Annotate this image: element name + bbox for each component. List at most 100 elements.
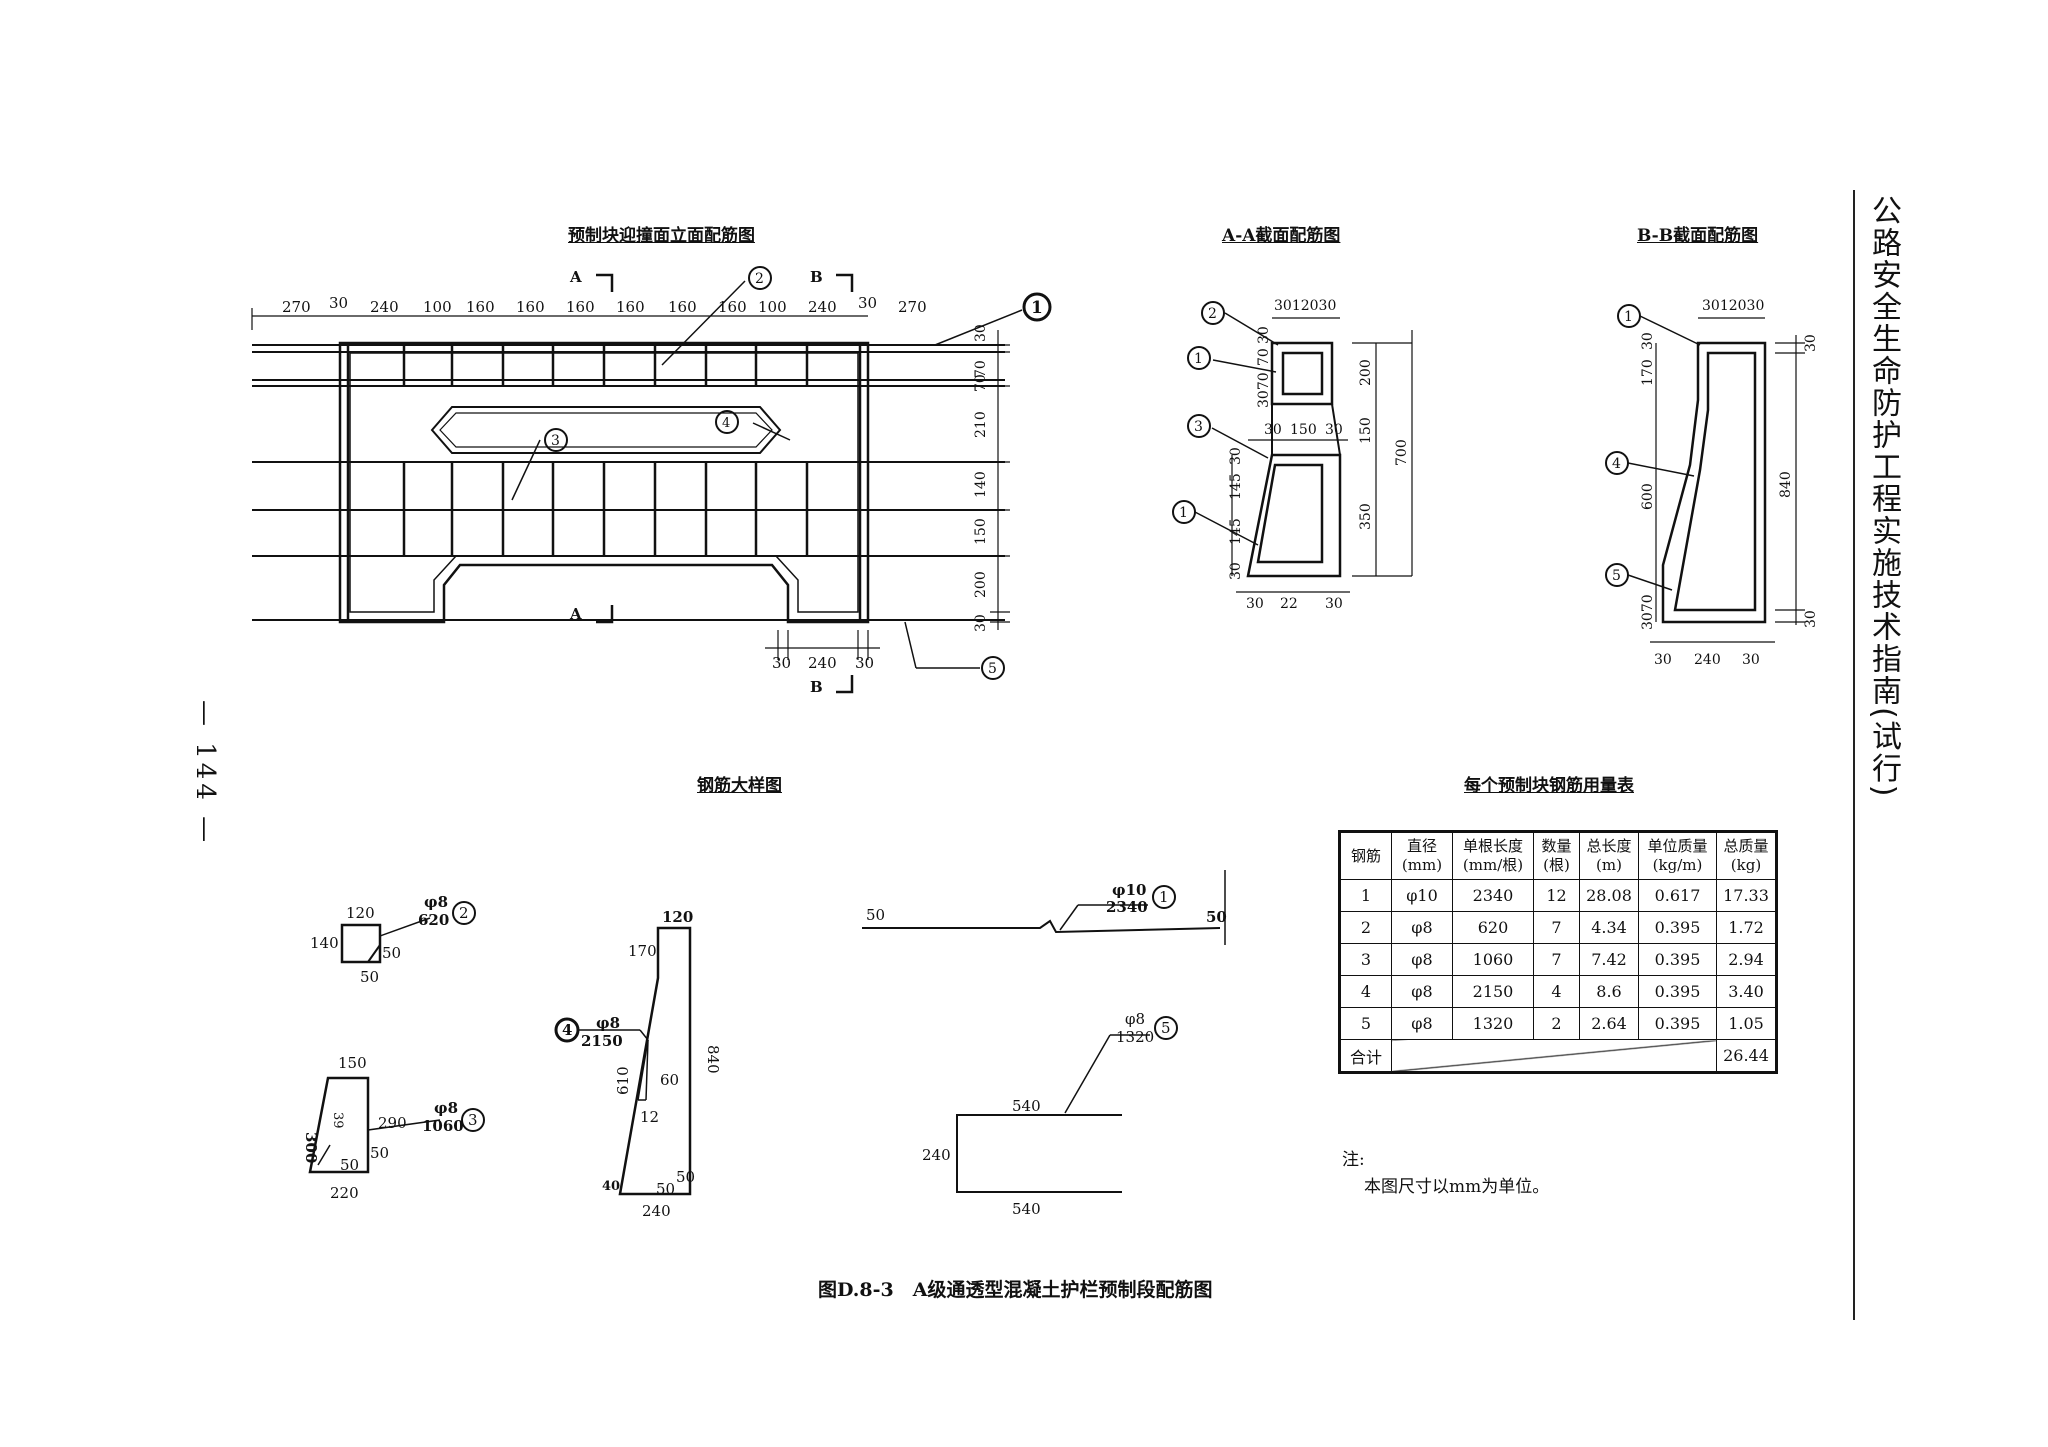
svg-text:2150: 2150: [581, 1032, 623, 1050]
svg-text:3: 3: [551, 433, 560, 449]
svg-text:120: 120: [346, 904, 375, 922]
total-value: 26.44: [1716, 1039, 1777, 1073]
note-text: 本图尺寸以mm为单位。: [1364, 1177, 1550, 1197]
svg-text:160: 160: [516, 298, 545, 316]
svg-text:200: 200: [1358, 359, 1374, 386]
side-rule: [1853, 190, 1855, 1320]
svg-text:φ10: φ10: [1112, 881, 1146, 899]
svg-text:2: 2: [459, 904, 469, 922]
svg-text:350: 350: [1358, 503, 1374, 530]
svg-text:70: 70: [973, 374, 989, 392]
svg-text:30: 30: [855, 654, 874, 672]
svg-text:B: B: [810, 268, 823, 286]
svg-text:240: 240: [808, 298, 837, 316]
svg-text:1: 1: [1194, 351, 1203, 367]
svg-text:220: 220: [330, 1184, 359, 1202]
svg-text:30: 30: [973, 324, 989, 342]
note-label: 注:: [1342, 1150, 1365, 1170]
svg-text:140: 140: [973, 471, 989, 498]
svg-text:150: 150: [1358, 417, 1374, 444]
svg-text:540: 540: [1012, 1200, 1041, 1218]
table-header: 钢筋: [1339, 831, 1392, 880]
svg-text:600: 600: [1640, 483, 1656, 510]
svg-text:4: 4: [1612, 456, 1621, 472]
svg-text:290: 290: [378, 1114, 407, 1132]
svg-text:160: 160: [616, 298, 645, 316]
svg-text:30: 30: [1256, 326, 1272, 344]
table-header: 单位质量(kg/m): [1638, 831, 1717, 880]
svg-text:2: 2: [1208, 306, 1217, 322]
svg-text:12: 12: [640, 1108, 659, 1126]
svg-text:150: 150: [1290, 422, 1317, 438]
table-header: 总质量(kg): [1716, 831, 1777, 880]
svg-text:2340: 2340: [1106, 898, 1148, 916]
rebar-quantity-table: 钢筋 直径(mm) 单根长度(mm/根) 数量(根) 总长度(m) 单位质量(k…: [1338, 830, 1778, 1074]
svg-text:170: 170: [628, 942, 657, 960]
svg-text:4: 4: [722, 416, 730, 431]
svg-text:30: 30: [1803, 610, 1819, 628]
svg-text:240: 240: [1694, 652, 1721, 668]
svg-text:A: A: [569, 605, 582, 623]
svg-text:610: 610: [614, 1066, 632, 1095]
svg-text:B: B: [810, 678, 823, 696]
svg-text:1: 1: [1031, 298, 1043, 318]
svg-text:270: 270: [898, 298, 927, 316]
svg-text:50: 50: [656, 1180, 675, 1198]
svg-text:700: 700: [1394, 439, 1410, 466]
svg-text:160: 160: [718, 298, 747, 316]
svg-text:840: 840: [704, 1045, 722, 1074]
svg-text:50: 50: [676, 1168, 695, 1186]
table-header-row: 钢筋 直径(mm) 单根长度(mm/根) 数量(根) 总长度(m) 单位质量(k…: [1339, 831, 1777, 880]
note: 注: 本图尺寸以mm为单位。: [1342, 1147, 1549, 1201]
title-elevation: 预制块迎撞面立面配筋图: [568, 226, 755, 246]
svg-text:30: 30: [1228, 562, 1244, 580]
svg-text:140: 140: [310, 934, 339, 952]
svg-text:1060: 1060: [422, 1117, 464, 1135]
svg-text:170: 170: [1640, 359, 1656, 386]
total-hatch: [1391, 1039, 1717, 1073]
svg-text:540: 540: [1012, 1097, 1041, 1115]
svg-text:1: 1: [1159, 888, 1169, 906]
title-detail: 钢筋大样图: [697, 776, 782, 796]
svg-text:φ8: φ8: [424, 893, 448, 911]
svg-text:210: 210: [973, 411, 989, 438]
svg-text:3012030: 3012030: [1274, 298, 1336, 314]
svg-text:60: 60: [660, 1071, 679, 1089]
title-section-b: B-B截面配筋图: [1637, 226, 1759, 246]
svg-text:70: 70: [1256, 348, 1272, 366]
svg-text:30: 30: [772, 654, 791, 672]
title-table: 每个预制块钢筋用量表: [1464, 776, 1634, 796]
svg-text:5: 5: [1161, 1019, 1171, 1037]
page-number: — 144 —: [190, 700, 220, 847]
figure-caption: 图D.8-3 A级通透型混凝土护栏预制段配筋图: [818, 1279, 1213, 1301]
svg-text:50: 50: [370, 1144, 389, 1162]
svg-text:1320: 1320: [1116, 1028, 1154, 1046]
svg-text:50: 50: [1206, 908, 1227, 926]
table-header: 直径(mm): [1391, 831, 1453, 880]
svg-text:30: 30: [858, 294, 877, 312]
book-title: 公路安全生命防护工程实施技术指南(试行): [1866, 195, 1901, 799]
svg-text:22: 22: [1280, 596, 1298, 612]
svg-text:φ8: φ8: [434, 1099, 458, 1117]
svg-text:1: 1: [1624, 309, 1633, 325]
svg-text:240: 240: [642, 1202, 671, 1220]
svg-text:145: 145: [1228, 518, 1244, 545]
svg-text:50: 50: [382, 944, 401, 962]
svg-text:30: 30: [1325, 422, 1343, 438]
table-header: 总长度(m): [1579, 831, 1639, 880]
total-label: 合计: [1339, 1039, 1392, 1073]
svg-text:160: 160: [668, 298, 697, 316]
svg-text:φ8: φ8: [1125, 1010, 1145, 1028]
svg-text:30: 30: [1742, 652, 1760, 668]
svg-text:1: 1: [1179, 505, 1188, 521]
svg-text:30: 30: [1246, 596, 1264, 612]
svg-text:100: 100: [423, 298, 452, 316]
svg-text:200: 200: [973, 571, 989, 598]
svg-text:50: 50: [866, 906, 885, 924]
